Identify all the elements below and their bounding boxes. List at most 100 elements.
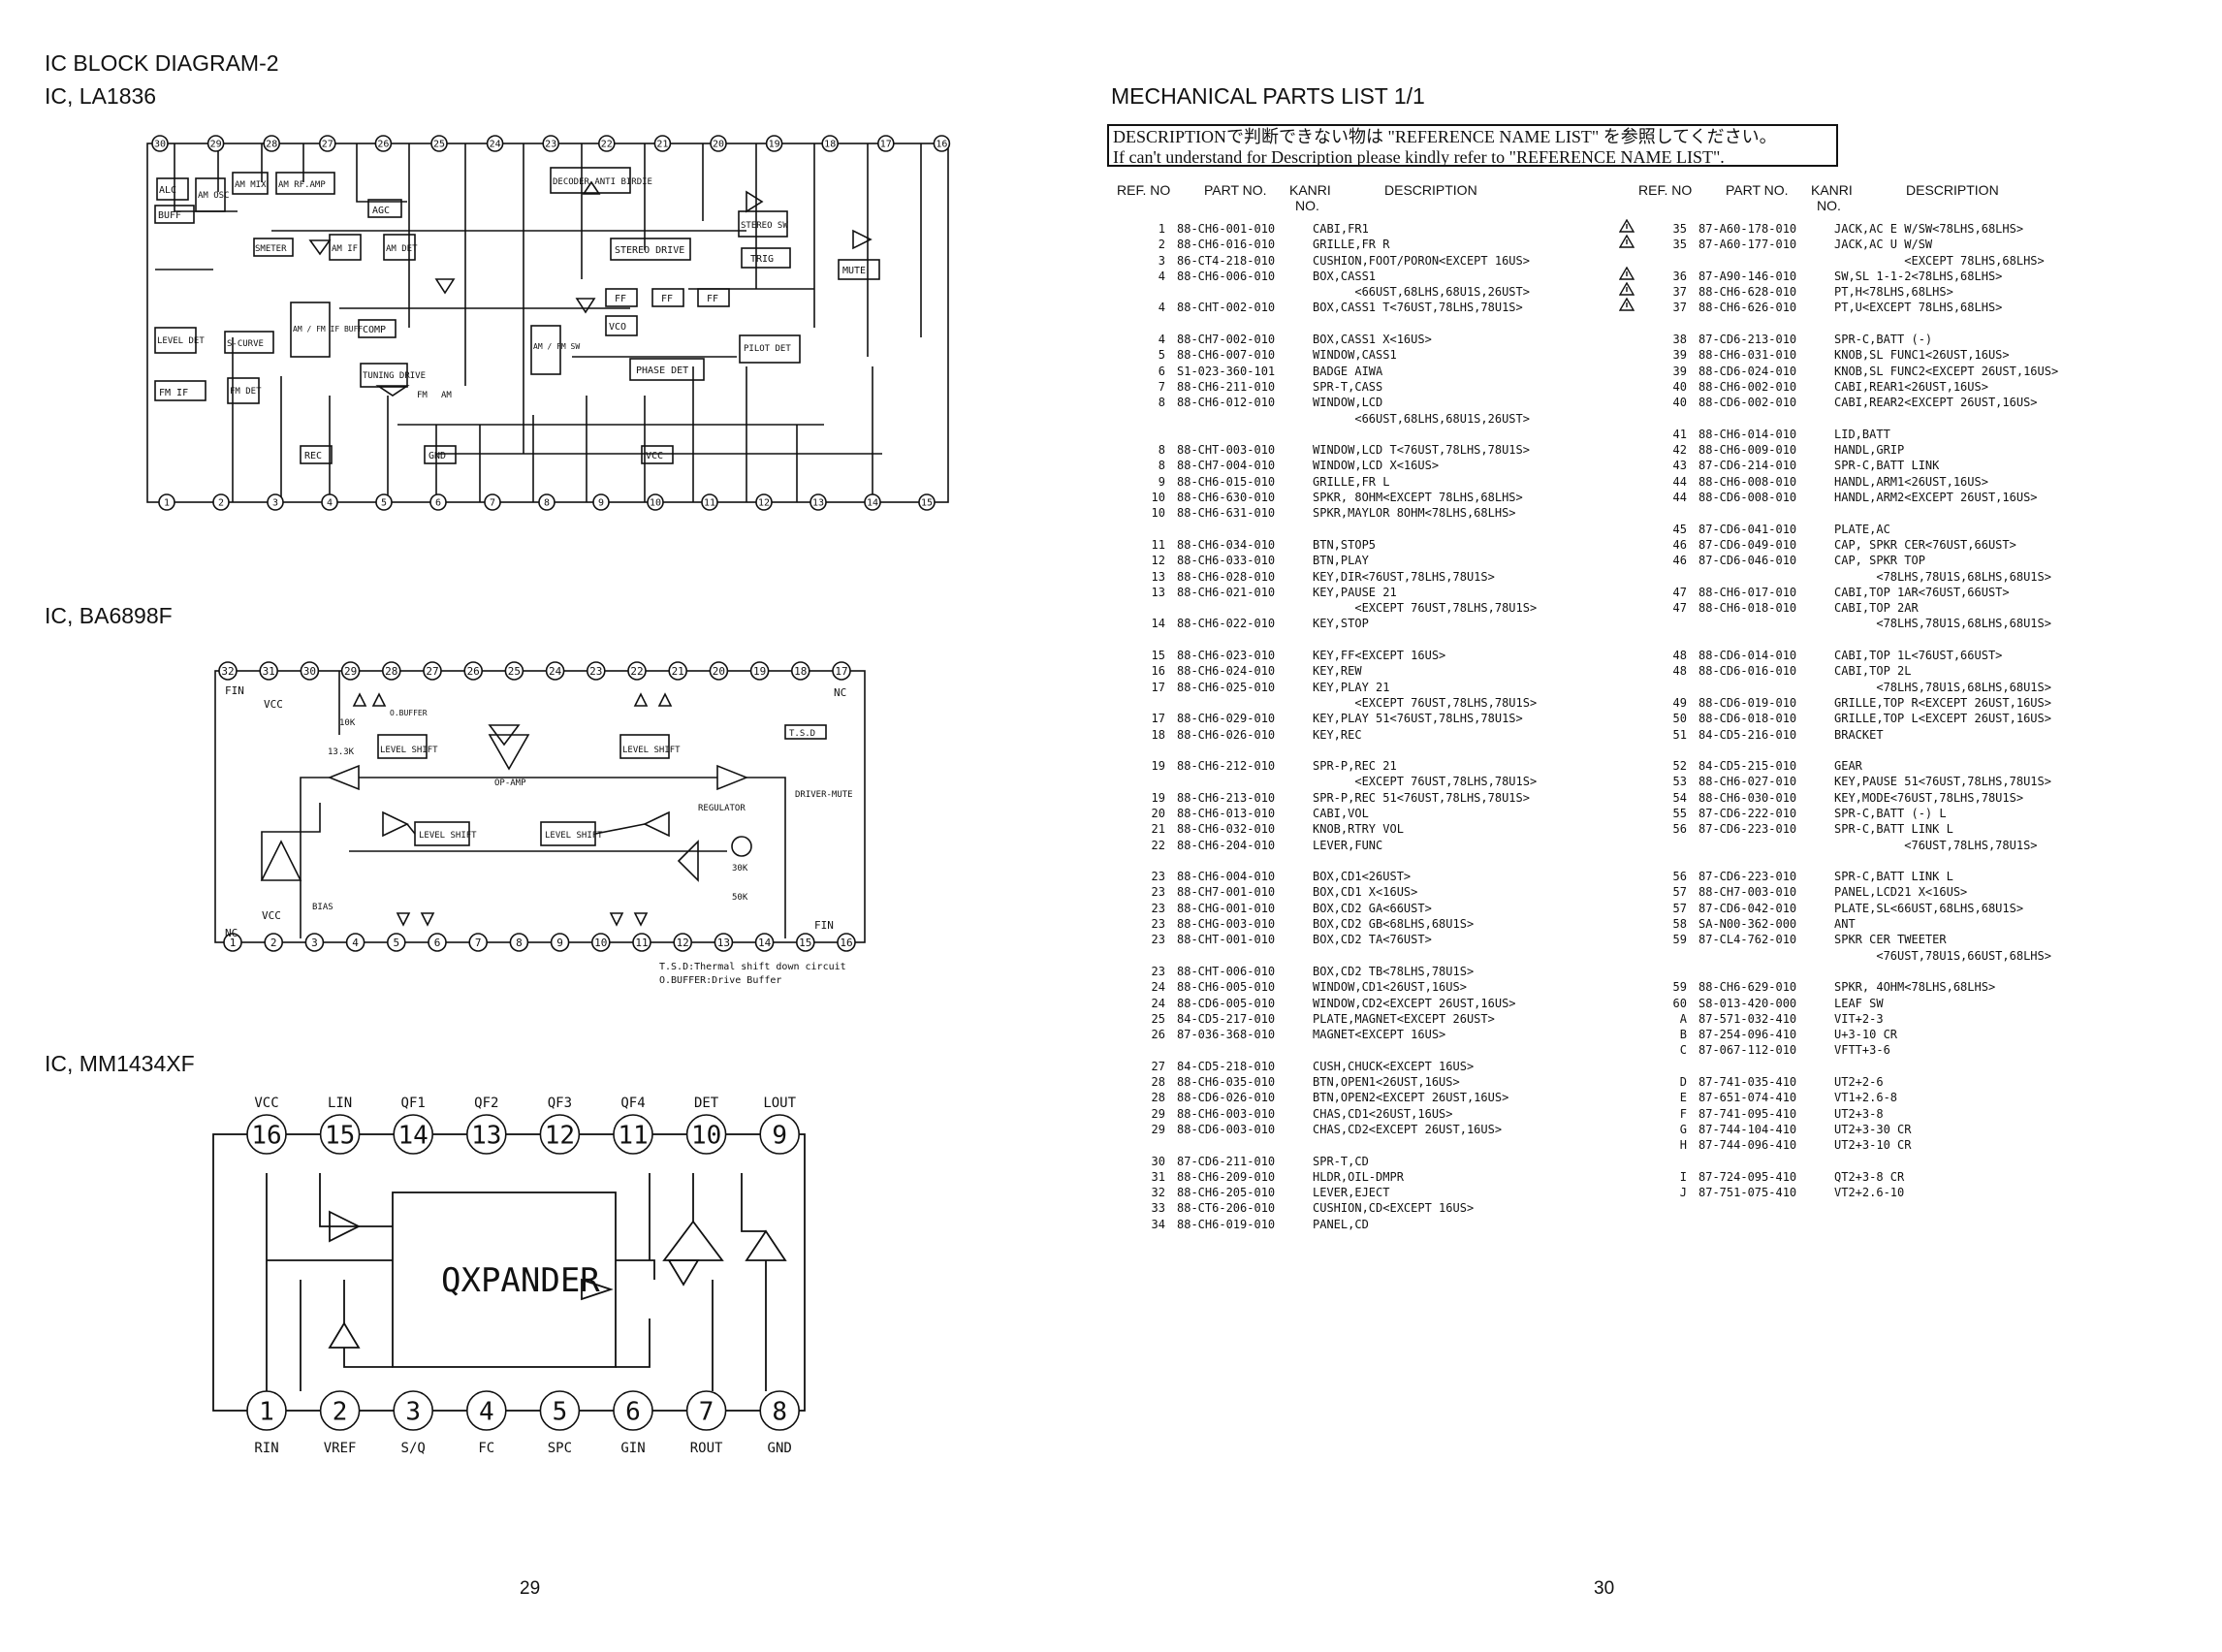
mm1434xf-bottom-pin-label: GIN [620, 1441, 645, 1456]
ba6898f-bottom-pin-number: 1 [230, 937, 237, 949]
mm1434xf-bottom-pin-number: 3 [405, 1397, 421, 1426]
part-no: 88-CH6-628-010 [1698, 285, 1797, 300]
ref-no: 37 [1672, 301, 1687, 315]
description: SW,SL 1-1-2<78LHS,68LHS> [1834, 269, 2003, 283]
part-no: 88-CHT-001-010 [1177, 933, 1276, 947]
la-stereo-drive: STEREO DRIVE [615, 245, 684, 256]
mm1434xf-bottom-pin-circle [759, 1390, 801, 1431]
description: <76UST,78LHS,78U1S> [1834, 838, 2038, 852]
part-no: 88-CH6-018-010 [1698, 601, 1797, 616]
mm1434xf-bottom-pin-number: 4 [479, 1397, 494, 1426]
la1836-top-pin-circle [597, 135, 616, 152]
ref-no: 53 [1672, 775, 1687, 789]
ref-no: 30 [1151, 1154, 1165, 1168]
ref-no: 11 [1151, 537, 1165, 552]
description: SPKR, 4OHM<78LHS,68LHS> [1834, 980, 1996, 995]
part-no: 87-744-104-410 [1698, 1122, 1797, 1136]
description: PT,U<EXCEPT 78LHS,68LHS> [1834, 301, 2003, 315]
description: KEY,REC [1313, 727, 1362, 742]
part-no: 87-CD6-223-010 [1698, 870, 1797, 884]
table-spacer [1664, 1154, 2187, 1169]
part-no: 87-571-032-410 [1698, 1011, 1797, 1026]
la1836-bottom-pin-circle [321, 493, 338, 511]
la1836-bottom-pin-circle [538, 493, 556, 511]
la1836-top-pin-number: 28 [266, 140, 277, 150]
part-no: 88-CH6-007-010 [1177, 348, 1276, 363]
ba6898f-top-pin-circle [340, 661, 361, 681]
part-no: 87-CD6-049-010 [1698, 537, 1797, 552]
la1836-top-pin-circle [263, 135, 280, 152]
ref-no: 33 [1151, 1201, 1165, 1216]
la-am-det: AM DET [386, 244, 418, 254]
ref-no: I [1679, 1169, 1687, 1184]
description: KNOB,RTRY VOL [1313, 822, 1404, 837]
right-page: MECHANICAL PARTS LIST 1/1 [1111, 0, 2222, 1652]
ba6898f-top-pin-circle [218, 661, 238, 681]
ref-no: 24 [1151, 996, 1165, 1010]
part-no: 87-CL4-762-010 [1698, 933, 1797, 947]
la1836-bottom-pin-number: 12 [758, 498, 770, 509]
la-pilot-det: PILOT DET [744, 344, 791, 354]
ba6898f-top-pin-circle [709, 661, 729, 681]
part-no: 88-CD6-014-010 [1698, 649, 1797, 663]
la1836-top-pin-number: 21 [656, 140, 668, 150]
part-no: 87-A60-178-010 [1698, 222, 1797, 236]
la1836-top-pin-circle [765, 135, 783, 152]
la1836-bottom-pin-circle [429, 493, 447, 511]
ref-no: E [1679, 1091, 1687, 1105]
ref-no: 44 [1672, 491, 1687, 505]
ba6898f-bottom-pin-number: 3 [311, 937, 318, 949]
description: LID,BATT [1834, 427, 1890, 441]
mm1434xf-bottom-pin-number: 6 [625, 1397, 641, 1426]
ba6898f-top-pin-number: 20 [713, 665, 725, 678]
part-no: 88-CD6-016-010 [1698, 664, 1797, 679]
description: LEAF SW [1834, 996, 1884, 1010]
la-ff-3: FF [707, 294, 718, 304]
description: KEY,REW [1313, 664, 1362, 679]
ba6898f-bottom-pin-number: 12 [677, 937, 689, 949]
table-spacer [1142, 1042, 1607, 1058]
la-am: AM [441, 391, 452, 400]
ref-no: 14 [1151, 617, 1165, 631]
ba-note-tsd: T.S.D:Thermal shift down circuit [659, 962, 846, 972]
description: GEAR [1834, 759, 1862, 774]
description: WINDOW,LCD X<16US> [1313, 459, 1440, 473]
la1836-top-pin-number: 22 [601, 140, 613, 150]
part-no: 88-CD6-003-010 [1177, 1122, 1276, 1136]
ba-level-shift-4: LEVEL SHIFT [545, 831, 603, 841]
ref-no: 12 [1151, 554, 1165, 568]
ref-no: 5 [1158, 348, 1165, 363]
ref-no: 51 [1672, 727, 1687, 742]
ref-no: 55 [1672, 806, 1687, 820]
table-row: <EXCEPT 76UST,78LHS,78U1S> [1142, 600, 1607, 616]
ba6898f-top-pin-number: 23 [589, 665, 602, 678]
la1836-bottom-pin-number: 10 [650, 498, 661, 509]
la1836-top-pin-circle [319, 135, 336, 152]
ba-note-obuffer: O.BUFFER:Drive Buffer [659, 975, 781, 986]
ref-no: 59 [1672, 980, 1687, 995]
description: LEVER,EJECT [1313, 1186, 1390, 1200]
description: WINDOW,CASS1 [1313, 348, 1397, 363]
la-am-mix: AM MIX [235, 180, 267, 190]
mm-center-label: QXPANDER [441, 1261, 600, 1300]
description: UT2+3-8 [1834, 1106, 1884, 1121]
part-no: 88-CH6-001-010 [1177, 222, 1276, 236]
description: CABI,REAR2<EXCEPT 26UST,16US> [1834, 396, 2038, 410]
la-level-det: LEVEL DET [157, 336, 205, 346]
description: SPKR,MAYLOR 8OHM<78LHS,68LHS> [1313, 506, 1516, 521]
part-no: 88-CH6-014-010 [1698, 427, 1797, 441]
part-no: 88-CH6-004-010 [1177, 870, 1276, 884]
description: PLATE,MAGNET<EXCEPT 26UST> [1313, 1011, 1495, 1026]
part-no: 88-CD6-018-010 [1698, 712, 1797, 726]
description: WINDOW,CD2<EXCEPT 26UST,16US> [1313, 996, 1516, 1010]
